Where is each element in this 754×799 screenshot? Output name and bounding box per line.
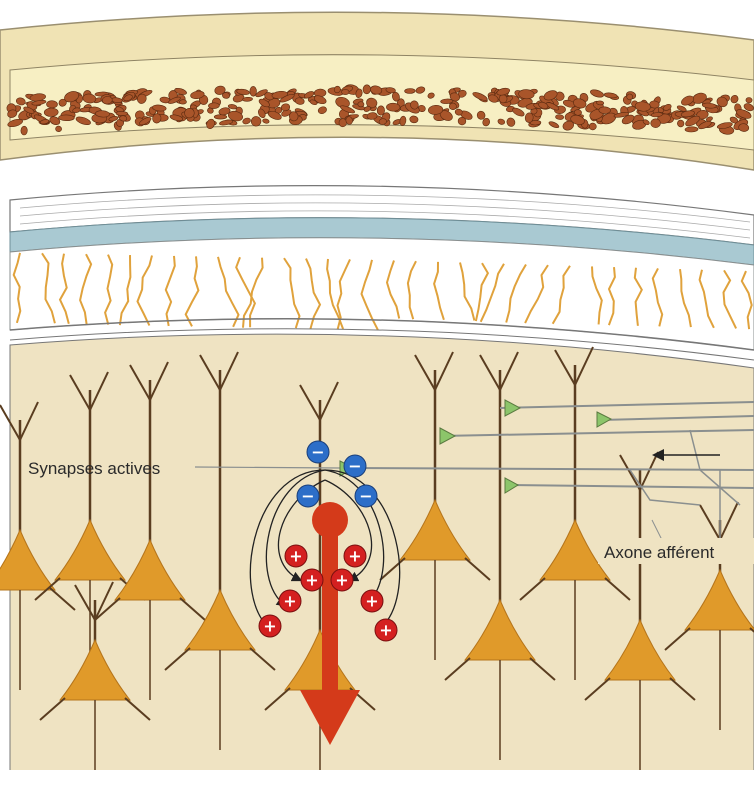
svg-text:+: + [365,592,378,611]
minus-circle-icon: − [344,455,366,477]
svg-text:+: + [289,547,302,566]
marrow-cell [21,126,28,135]
plus-circle-icon: + [344,545,366,567]
marrow-cell [46,101,57,109]
marrow-cell [58,115,74,121]
minus-circle-icon: − [355,485,377,507]
marrow-cell [208,103,219,109]
svg-text:+: + [305,571,318,590]
svg-text:+: + [263,617,276,636]
dipole-head-ball [312,502,348,538]
plus-circle-icon: + [375,619,397,641]
marrow-cell [179,100,186,105]
svg-text:−: − [311,443,324,462]
marrow-cell [250,86,257,96]
marrow-cell [651,119,661,128]
plus-circle-icon: + [301,569,323,591]
marrow-cell [599,107,611,114]
plus-circle-icon: + [279,590,301,612]
minus-circle-icon: − [297,485,319,507]
marrow-cell [119,115,127,121]
marrow-cell [685,127,698,133]
marrow-cell [596,101,604,106]
marrow-cell [214,115,227,119]
marrow-cell [746,97,753,103]
marrow-cell [449,103,456,110]
label-axone-afferent: Axone afférent [604,543,715,562]
svg-text:−: − [359,487,372,506]
label-synapses-actives: Synapses actives [28,459,160,478]
marrow-cell [589,123,597,130]
marrow-cell [44,108,58,117]
marrow-cell [405,88,416,93]
svg-text:+: + [379,621,392,640]
minus-circle-icon: − [307,441,329,463]
marrow-cell [358,102,364,107]
plus-circle-icon: + [259,615,281,637]
marrow-cell [116,111,128,116]
plus-circle-icon: + [331,569,353,591]
svg-text:+: + [283,592,296,611]
svg-text:−: − [348,457,361,476]
marrow-cell [242,97,252,102]
plus-circle-icon: + [361,590,383,612]
svg-text:−: − [301,487,314,506]
plus-circle-icon: + [285,545,307,567]
marrow-cell [342,89,350,94]
marrow-cell [386,103,400,111]
marrow-cell [555,114,564,119]
svg-text:+: + [348,547,361,566]
dipole-shaft [322,520,338,710]
svg-text:+: + [335,571,348,590]
